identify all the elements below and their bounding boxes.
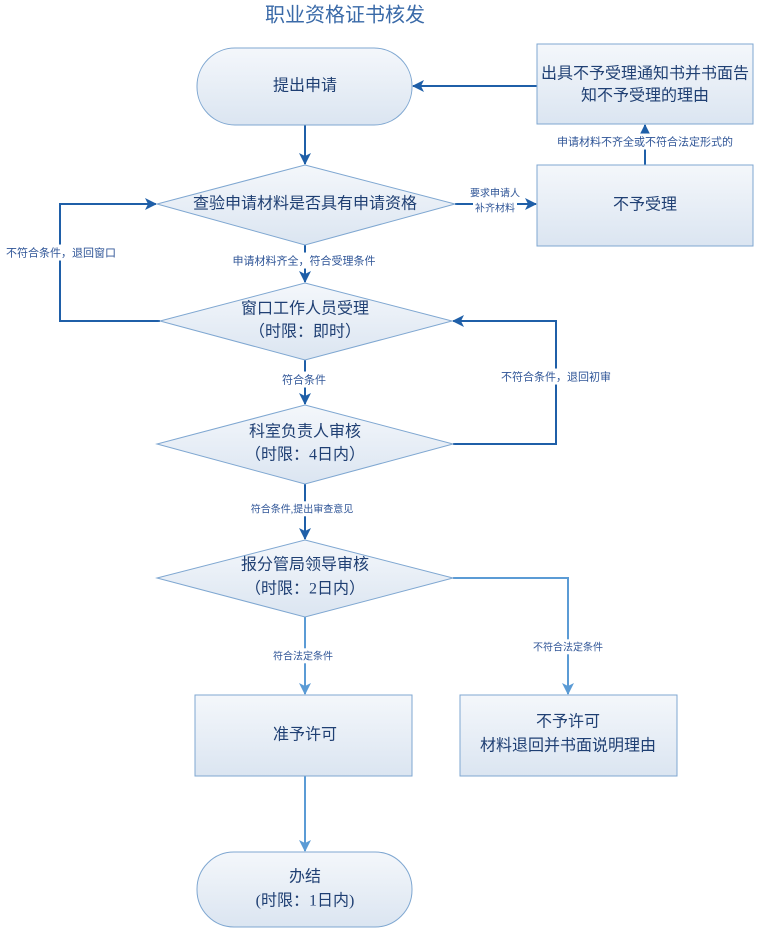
label-qualified-opinion-bg [248, 501, 356, 517]
label-qualified-bg [280, 371, 328, 388]
approve-box [194, 694, 413, 777]
done-terminal [196, 851, 413, 928]
window-accept-line2: （时限：即时） [249, 323, 361, 341]
approve-label: 准予许可 [273, 726, 337, 744]
page-title: 职业资格证书核发 [265, 4, 425, 27]
not-accepted-box [536, 164, 754, 247]
notice-line1: 出具不予受理通知书并书面告 [541, 65, 749, 83]
dept-review-line1: 科室负责人审核 [249, 423, 361, 441]
label-back-to-first-bg [499, 368, 613, 385]
apply-label: 提出申请 [273, 77, 337, 95]
deny-line2: 材料退回并书面说明理由 [480, 737, 656, 755]
window-accept-decision [158, 282, 454, 361]
label-back-to-window: 不符合条件，退回窗口 [6, 246, 116, 260]
label-complete: 申请材料齐全，符合受理条件 [233, 254, 376, 268]
deny-box [459, 694, 678, 777]
node-approve: 准予许可 [194, 694, 413, 777]
label-incomplete-bg [555, 133, 735, 150]
label-legal: 符合法定条件 [273, 649, 333, 662]
deny-line1: 不予许可 [536, 713, 600, 731]
label-supplement-line2: 补齐材料 [475, 201, 515, 214]
edge-window-back-to-check [59, 198, 160, 322]
label-supplement-line1-bg [468, 185, 522, 201]
label-complete-bg [230, 252, 378, 269]
leader-review-decision [155, 539, 455, 618]
node-done: 办结 (时限：1日内) [196, 851, 413, 928]
leader-review-line2: （时限：2日内） [245, 580, 365, 598]
node-dept-review: 科室负责人审核 （时限：4日内） [155, 404, 455, 485]
dept-review-decision [155, 404, 455, 485]
done-line1: 办结 [289, 868, 321, 886]
node-not-accepted: 不予受理 [536, 164, 754, 247]
label-qualified: 符合条件 [282, 373, 326, 387]
check-label: 查验申请材料是否具有申请资格 [193, 195, 417, 213]
label-not-legal: 不符合法定条件 [533, 640, 603, 653]
done-line2: (时限：1日内) [256, 892, 355, 910]
label-qualified-opinion: 符合条件,提出审查意见 [251, 502, 354, 515]
label-not-legal-bg [531, 639, 605, 655]
notice-line2: 知不予受理的理由 [581, 87, 709, 105]
node-window-accept: 窗口工作人员受理 （时限：即时） [158, 282, 454, 361]
apply-terminal [196, 47, 413, 126]
edge-labels: 申请材料不齐全或不符合法定形式的 要求申请人 补齐材料 不符合条件，退回窗口 申… [4, 133, 735, 664]
node-notice: 出具不予受理通知书并书面告 知不予受理的理由 [536, 43, 754, 125]
label-supplement-line1: 要求申请人 [470, 186, 520, 199]
label-supplement-line2-bg [473, 200, 517, 216]
node-apply: 提出申请 [196, 47, 413, 126]
not-accepted-label: 不予受理 [613, 196, 677, 214]
node-leader-review: 报分管局领导审核 （时限：2日内） [155, 539, 455, 618]
check-decision [155, 164, 457, 246]
dept-review-line2: （时限：4日内） [245, 446, 365, 464]
label-back-to-first: 不符合条件，退回初审 [501, 370, 611, 384]
node-deny: 不予许可 材料退回并书面说明理由 [459, 694, 678, 777]
label-legal-bg [271, 648, 335, 664]
leader-review-line1: 报分管局领导审核 [241, 556, 369, 574]
node-check: 查验申请材料是否具有申请资格 [155, 164, 457, 246]
edge-leader-to-deny [453, 577, 574, 695]
label-incomplete: 申请材料不齐全或不符合法定形式的 [557, 135, 733, 149]
window-accept-line1: 窗口工作人员受理 [241, 300, 369, 318]
notice-box [536, 43, 754, 125]
label-back-to-window-bg [4, 244, 118, 261]
